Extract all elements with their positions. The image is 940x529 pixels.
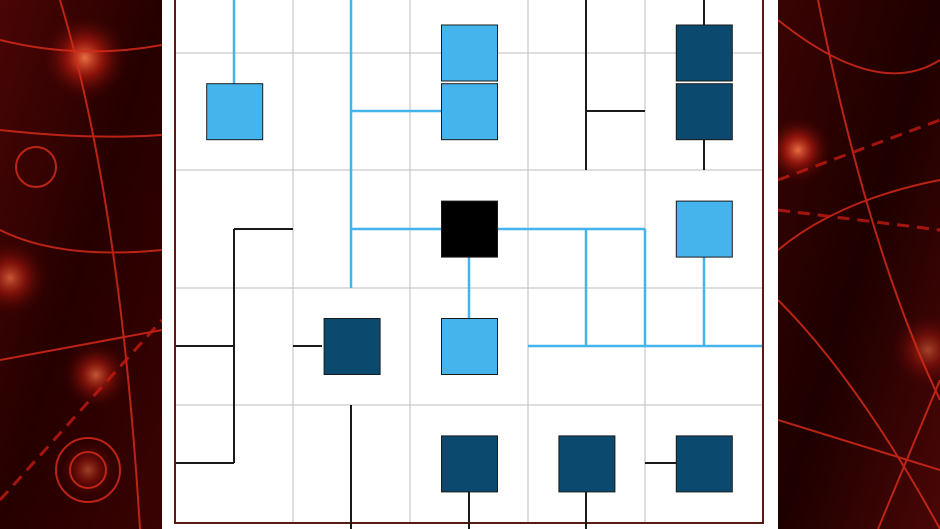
disconnected-computer-tile[interactable] (675, 435, 733, 493)
background-left-panel (0, 0, 162, 529)
puzzle-board-panel (162, 0, 778, 529)
connected-computer-tile[interactable] (675, 200, 733, 258)
disconnected-computer-tile[interactable] (558, 435, 616, 493)
disconnected-computer-tile[interactable] (323, 318, 381, 375)
disconnected-computer-tile[interactable] (675, 24, 733, 82)
connected-computer-tile[interactable] (206, 83, 264, 141)
disconnected-wires (176, 0, 705, 529)
connected-computer-tile[interactable] (441, 318, 498, 375)
connected-computer-tile[interactable] (441, 24, 498, 82)
disconnected-computer-tile[interactable] (441, 435, 498, 493)
background-right-panel (778, 0, 940, 529)
disconnected-computer-tile[interactable] (675, 83, 733, 141)
network-puzzle-board (174, 0, 764, 529)
tiles-layer (206, 24, 733, 493)
server-tile[interactable] (441, 200, 498, 258)
connected-computer-tile[interactable] (441, 83, 498, 141)
